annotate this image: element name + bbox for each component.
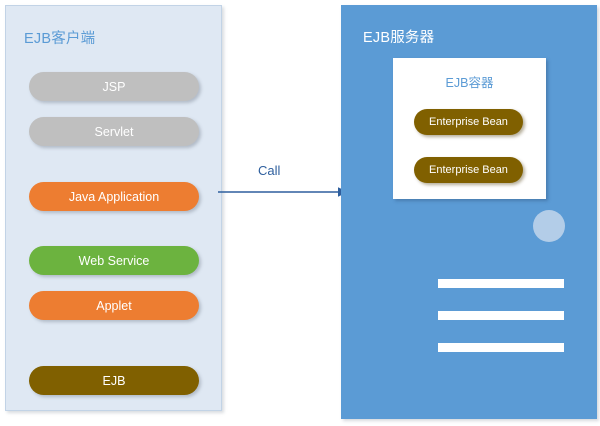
client-item-label: Java Application	[68, 189, 160, 204]
client-item-label: Servlet	[94, 124, 134, 139]
client-item-web-service[interactable]: Web Service	[29, 246, 199, 275]
client-item-jsp[interactable]: JSP	[29, 72, 199, 101]
call-connector: Call	[218, 163, 348, 208]
server-panel-title: EJB服务器	[363, 30, 435, 46]
ejb-container-box: EJB容器 Enterprise Bean Enterprise Bean	[393, 58, 546, 199]
server-bar	[438, 343, 564, 352]
ejb-container-title: EJB容器	[445, 76, 494, 90]
enterprise-bean-label: Enterprise Bean	[429, 116, 508, 128]
client-panel-title: EJB客户端	[24, 31, 96, 47]
client-item-label: Web Service	[78, 253, 150, 268]
client-item-java-application[interactable]: Java Application	[29, 182, 199, 211]
call-label: Call	[258, 163, 281, 178]
client-item-label: Applet	[96, 298, 132, 313]
server-bar	[438, 279, 564, 288]
client-item-servlet[interactable]: Servlet	[29, 117, 199, 146]
call-arrow-icon	[218, 187, 348, 197]
enterprise-bean-item[interactable]: Enterprise Bean	[414, 109, 523, 135]
client-item-ejb[interactable]: EJB	[29, 366, 199, 395]
enterprise-bean-item[interactable]: Enterprise Bean	[414, 157, 523, 183]
ejb-client-panel: EJB客户端 JSP Servlet Java Application Web …	[5, 5, 222, 411]
client-item-label: EJB	[102, 373, 126, 388]
circle-icon	[533, 210, 565, 242]
enterprise-bean-label: Enterprise Bean	[429, 164, 508, 176]
client-item-label: JSP	[102, 79, 126, 94]
client-item-applet[interactable]: Applet	[29, 291, 199, 320]
ejb-server-panel: EJB服务器 EJB容器 Enterprise Bean Enterprise …	[341, 5, 597, 419]
server-bar	[438, 311, 564, 320]
